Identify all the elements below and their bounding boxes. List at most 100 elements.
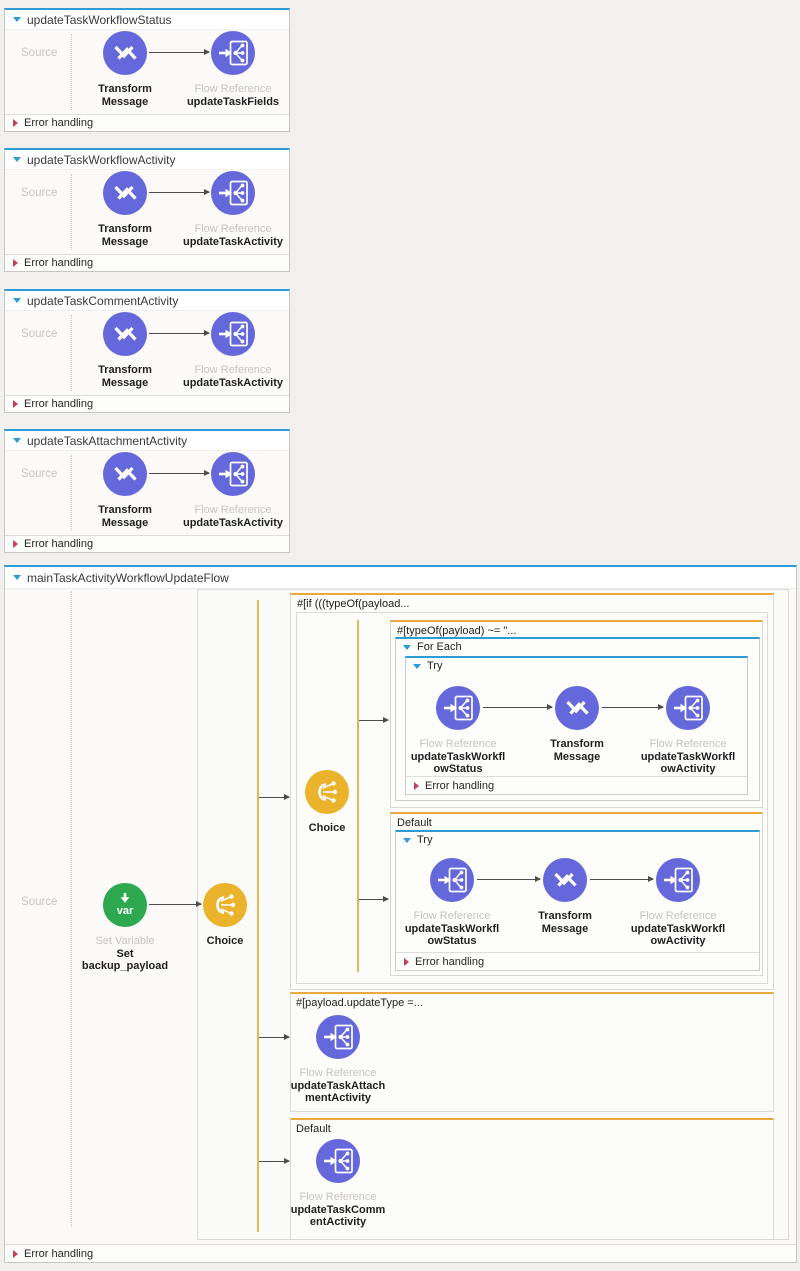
- step-type-label: Flow Reference: [194, 223, 272, 235]
- step-type-label: Flow Reference: [419, 738, 497, 750]
- transform-message-step[interactable]: Transform Message: [65, 452, 185, 529]
- when-condition-label: #[payload.updateType =...: [296, 997, 423, 1009]
- collapse-triangle-icon[interactable]: [13, 438, 21, 443]
- collapse-triangle-icon[interactable]: [13, 575, 21, 580]
- when-condition-label: #[if (((typeOf(payload...: [297, 598, 410, 610]
- flow-reference-icon[interactable]: [211, 312, 255, 356]
- collapse-triangle-icon[interactable]: [13, 298, 21, 303]
- flow-reference-step[interactable]: Flow Reference updateTaskWorkfl owActivi…: [618, 858, 738, 948]
- step-name: Message: [541, 922, 589, 935]
- transform-message-step[interactable]: Transform Message: [517, 686, 637, 763]
- choice-icon[interactable]: [305, 770, 349, 814]
- transform-message-step[interactable]: Transform Message: [65, 312, 185, 389]
- flow-reference-icon[interactable]: [666, 686, 710, 730]
- flow-reference-step[interactable]: Flow Reference updateTaskFields: [173, 31, 293, 108]
- transform-message-icon[interactable]: [555, 686, 599, 730]
- connector-arrow: [149, 48, 210, 55]
- step-name: Message: [101, 95, 149, 108]
- try-header[interactable]: Try: [406, 658, 747, 674]
- branch-arrow: [359, 895, 389, 902]
- flow-reference-icon[interactable]: [316, 1139, 360, 1183]
- try-header[interactable]: Try: [396, 832, 759, 848]
- flow-header[interactable]: updateTaskWorkflowActivity: [5, 150, 289, 170]
- source-divider: [71, 174, 72, 250]
- expand-triangle-icon[interactable]: [414, 781, 419, 790]
- try-scope: Try Flow Reference updateTaskWorkfl owSt…: [395, 830, 760, 971]
- flow-header[interactable]: updateTaskCommentActivity: [5, 291, 289, 311]
- connector-arrow: [477, 875, 541, 882]
- flow-reference-step[interactable]: Flow Reference updateTaskComm entActivit…: [278, 1139, 398, 1229]
- flow-header[interactable]: mainTaskActivityWorkflowUpdateFlow: [5, 567, 796, 589]
- step-name: Set: [116, 947, 134, 960]
- transform-message-step[interactable]: Transform Message: [505, 858, 625, 935]
- flow-reference-step[interactable]: Flow Reference updateTaskAttach mentActi…: [278, 1015, 398, 1105]
- error-handling-row[interactable]: Error handling: [5, 395, 289, 412]
- flow-reference-icon[interactable]: [436, 686, 480, 730]
- flow-header[interactable]: updateTaskWorkflowStatus: [5, 10, 289, 30]
- choice-branch-rail: [257, 600, 259, 1232]
- connector-arrow: [590, 875, 654, 882]
- flow-reference-step[interactable]: Flow Reference updateTaskWorkfl owStatus: [398, 686, 518, 776]
- set-variable-step[interactable]: var Set Variable Set backup_payload: [65, 883, 185, 973]
- flow-header[interactable]: updateTaskAttachmentActivity: [5, 431, 289, 451]
- flow-body: Source Transform Message Flow Reference …: [5, 30, 289, 115]
- choice-step[interactable]: Choice: [165, 883, 285, 948]
- error-handling-row[interactable]: Error handling: [5, 254, 289, 271]
- error-handling-label: Error handling: [24, 117, 94, 129]
- flow-reference-icon[interactable]: [430, 858, 474, 902]
- expand-triangle-icon[interactable]: [13, 400, 18, 408]
- step-name: updateTaskActivity: [182, 516, 284, 529]
- collapse-triangle-icon[interactable]: [13, 17, 21, 22]
- flow-reference-icon[interactable]: [211, 452, 255, 496]
- flow-reference-step[interactable]: Flow Reference updateTaskWorkfl owStatus: [392, 858, 512, 948]
- flow-reference-icon[interactable]: [211, 171, 255, 215]
- flow-reference-step[interactable]: Flow Reference updateTaskActivity: [173, 452, 293, 529]
- flow-reference-step[interactable]: Flow Reference updateTaskActivity: [173, 171, 293, 248]
- expand-triangle-icon[interactable]: [404, 957, 409, 966]
- error-handling-row[interactable]: Error handling: [5, 1244, 796, 1262]
- choice-icon[interactable]: [203, 883, 247, 927]
- flow-container-mainTaskActivityWorkflowUpdateFlow: mainTaskActivityWorkflowUpdateFlow Sourc…: [4, 565, 797, 1263]
- transform-message-step[interactable]: Transform Message: [65, 31, 185, 108]
- flow-reference-icon[interactable]: [656, 858, 700, 902]
- expand-triangle-icon[interactable]: [13, 540, 18, 548]
- source-label: Source: [21, 328, 58, 340]
- collapse-triangle-icon[interactable]: [403, 837, 411, 843]
- error-handling-row[interactable]: Error handling: [396, 952, 759, 970]
- step-type-label: Flow Reference: [413, 910, 491, 922]
- nested-choice-step[interactable]: Choice: [267, 770, 387, 835]
- error-handling-label: Error handling: [24, 538, 94, 550]
- error-handling-row[interactable]: Error handling: [5, 535, 289, 552]
- transform-message-icon[interactable]: [103, 171, 147, 215]
- transform-message-step[interactable]: Transform Message: [65, 171, 185, 248]
- collapse-triangle-icon[interactable]: [413, 663, 421, 669]
- transform-message-icon[interactable]: [543, 858, 587, 902]
- transform-message-icon[interactable]: [103, 312, 147, 356]
- error-handling-row[interactable]: Error handling: [406, 776, 747, 794]
- expand-triangle-icon[interactable]: [13, 259, 18, 267]
- step-name: owStatus: [427, 935, 477, 947]
- transform-message-icon[interactable]: [103, 452, 147, 496]
- when-condition-label: #[typeOf(payload) ~= "...: [397, 625, 517, 637]
- connector-arrow: [149, 900, 202, 907]
- flow-reference-step[interactable]: Flow Reference updateTaskActivity: [173, 312, 293, 389]
- flow-reference-icon[interactable]: [211, 31, 255, 75]
- flow-reference-icon[interactable]: [316, 1015, 360, 1059]
- flow-reference-step[interactable]: Flow Reference updateTaskWorkfl owActivi…: [628, 686, 748, 776]
- source-label: Source: [21, 896, 58, 908]
- step-type-label: Flow Reference: [639, 910, 717, 922]
- error-handling-label: Error handling: [425, 779, 495, 792]
- step-type-label: Set Variable: [95, 935, 155, 947]
- expand-triangle-icon[interactable]: [13, 119, 18, 127]
- error-handling-row[interactable]: Error handling: [5, 114, 289, 131]
- collapse-triangle-icon[interactable]: [13, 157, 21, 162]
- flow-title: mainTaskActivityWorkflowUpdateFlow: [27, 570, 229, 585]
- set-variable-icon[interactable]: var: [103, 883, 147, 927]
- error-handling-label: Error handling: [415, 955, 485, 968]
- transform-message-icon[interactable]: [103, 31, 147, 75]
- expand-triangle-icon[interactable]: [13, 1249, 18, 1258]
- collapse-triangle-icon[interactable]: [403, 644, 411, 650]
- for-each-header[interactable]: For Each: [396, 639, 759, 655]
- source-label: Source: [21, 468, 58, 480]
- step-name: Message: [101, 516, 149, 529]
